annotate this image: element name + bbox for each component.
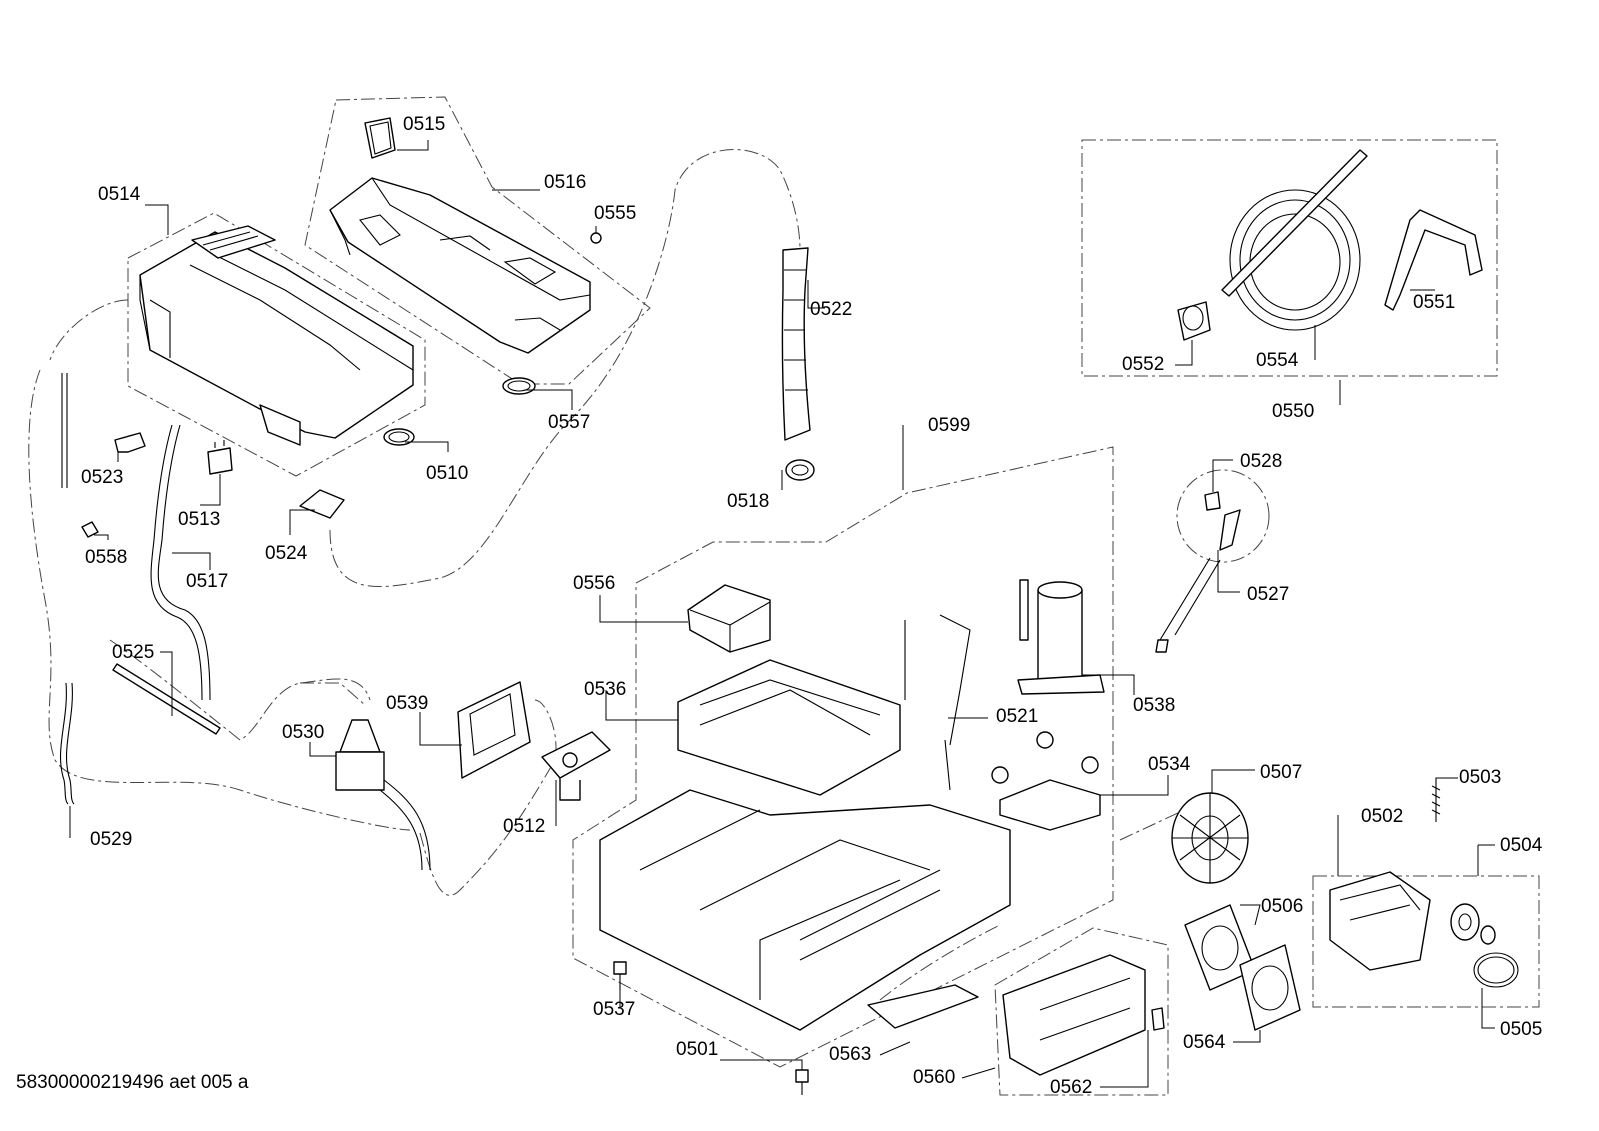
part-pump	[335, 719, 431, 871]
part-sensor-detail	[1155, 491, 1241, 653]
leader-lines	[69, 140, 1495, 1088]
label-0516: 0516	[544, 172, 586, 193]
part-rubber-piece	[299, 489, 345, 519]
part-heat-pump-base	[599, 659, 1011, 1031]
part-bracket	[457, 681, 531, 779]
label-0552: 0552	[1122, 354, 1164, 375]
part-inlet-valve	[541, 731, 611, 801]
label-0563: 0563	[829, 1044, 871, 1065]
label-0560: 0560	[913, 1067, 955, 1088]
label-0554: 0554	[1256, 350, 1299, 371]
label-0537: 0537	[593, 999, 635, 1020]
label-0506: 0506	[1261, 896, 1303, 917]
label-0550: 0550	[1272, 401, 1314, 422]
label-0517: 0517	[186, 571, 228, 592]
part-pulley-belt-spring	[1431, 778, 1519, 988]
label-0507: 0507	[1260, 762, 1302, 783]
part-labels: 0514 0515 0516 0555 0557 0510 0523 0513 …	[81, 114, 1543, 1098]
label-0505: 0505	[1500, 1019, 1542, 1040]
label-0523: 0523	[81, 467, 123, 488]
part-small-clips	[81, 432, 233, 538]
label-0525: 0525	[112, 642, 154, 663]
part-rod	[61, 373, 68, 488]
label-0538: 0538	[1133, 695, 1175, 716]
label-0558: 0558	[85, 547, 127, 568]
part-compressor-mount	[991, 731, 1101, 831]
label-0557: 0557	[548, 412, 590, 433]
label-0518: 0518	[727, 491, 769, 512]
label-0551: 0551	[1413, 292, 1455, 313]
label-0530: 0530	[282, 722, 324, 743]
label-0524: 0524	[265, 543, 308, 564]
label-0556: 0556	[573, 573, 615, 594]
label-0515: 0515	[403, 114, 445, 135]
part-drain-kit	[1177, 149, 1483, 341]
label-0503: 0503	[1459, 767, 1501, 788]
part-control-module	[687, 584, 771, 653]
part-drain-hose	[59, 682, 75, 805]
label-0536: 0536	[584, 679, 626, 700]
label-0564: 0564	[1183, 1032, 1226, 1053]
part-compressor	[1017, 579, 1105, 695]
part-filter	[364, 117, 396, 159]
label-0502: 0502	[1361, 806, 1403, 827]
part-capillary-coil	[904, 614, 971, 791]
part-fan-unit	[1184, 904, 1301, 1031]
label-0534: 0534	[1148, 754, 1191, 775]
label-0599: 0599	[928, 415, 970, 436]
group-outlines	[28, 96, 1540, 1096]
label-0529: 0529	[90, 829, 132, 850]
label-0528: 0528	[1240, 451, 1282, 472]
part-screws	[613, 961, 809, 1095]
label-0501: 0501	[676, 1039, 718, 1060]
part-drawer-housing	[329, 177, 591, 354]
label-0514: 0514	[98, 184, 141, 205]
label-0562: 0562	[1050, 1077, 1092, 1098]
parts	[59, 117, 1519, 1095]
part-motor	[1329, 871, 1431, 971]
document-id: 58300000219496 aet 005 a	[16, 1072, 249, 1093]
part-fan-wheel	[1171, 792, 1249, 884]
label-0510: 0510	[426, 463, 468, 484]
label-0555: 0555	[594, 203, 636, 224]
label-0521: 0521	[996, 706, 1038, 727]
label-0539: 0539	[386, 693, 428, 714]
label-0512: 0512	[503, 816, 545, 837]
part-hose	[150, 424, 211, 701]
part-base-plate	[867, 984, 979, 1029]
label-0527: 0527	[1247, 584, 1289, 605]
label-0513: 0513	[178, 509, 220, 530]
part-rear-housing	[1002, 954, 1165, 1076]
part-cap	[590, 232, 602, 244]
part-vertical-hose	[781, 247, 815, 481]
label-0504: 0504	[1500, 835, 1543, 856]
part-condensate-container	[139, 225, 414, 446]
part-tube	[112, 663, 221, 735]
label-0522: 0522	[810, 299, 852, 320]
